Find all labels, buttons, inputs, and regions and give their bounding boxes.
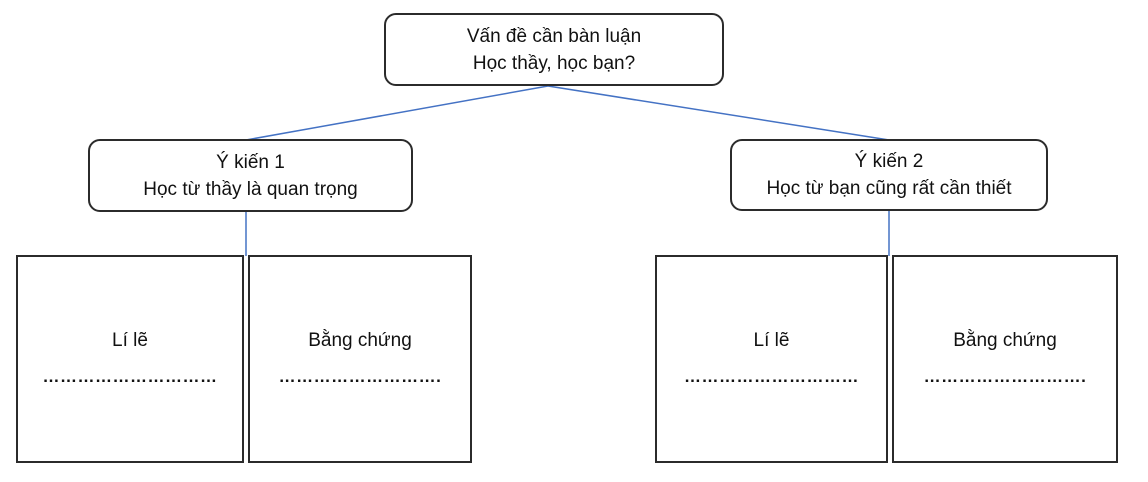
opinion-2-title: Ý kiến 2 (854, 151, 924, 172)
reason-box-2-label: Lí lẽ (753, 329, 790, 351)
evidence-box-1-dotted-line: ………………………. (278, 366, 442, 386)
evidence-box-2: Bằng chứng ………………………. (892, 255, 1118, 463)
root-topic-node: Vấn đề cần bàn luận Học thầy, học bạn? (384, 13, 724, 86)
evidence-box-1: Bằng chứng ………………………. (248, 255, 472, 463)
reason-box-1-label: Lí lẽ (112, 329, 148, 351)
opinion-2-node: Ý kiến 2 Học từ bạn cũng rất cần thiết (730, 139, 1048, 211)
evidence-box-1-label: Bằng chứng (308, 329, 412, 351)
reason-box-2: Lí lẽ ………………………… (655, 255, 888, 463)
evidence-box-2-dotted-line: ………………………. (923, 366, 1087, 386)
reason-box-1-dotted-line: ………………………… (42, 366, 218, 386)
evidence-box-2-label: Bằng chứng (953, 329, 1057, 351)
connector-root-to-opinion1 (245, 85, 549, 141)
opinion-1-title: Ý kiến 1 (216, 151, 285, 173)
root-topic-question: Học thầy, học bạn? (472, 52, 636, 74)
opinion-1-statement: Học từ thầy là quan trọng (143, 178, 358, 200)
reason-box-2-dotted-line: ………………………… (684, 366, 859, 386)
opinion-1-node: Ý kiến 1 Học từ thầy là quan trọng (88, 139, 413, 212)
connector-root-to-opinion2 (547, 85, 890, 141)
opinion-2-statement: Học từ bạn cũng rất cần thiết (766, 178, 1012, 199)
root-topic-title: Vấn đề cần bàn luận (466, 25, 642, 47)
reason-box-1: Lí lẽ ………………………… (16, 255, 244, 463)
